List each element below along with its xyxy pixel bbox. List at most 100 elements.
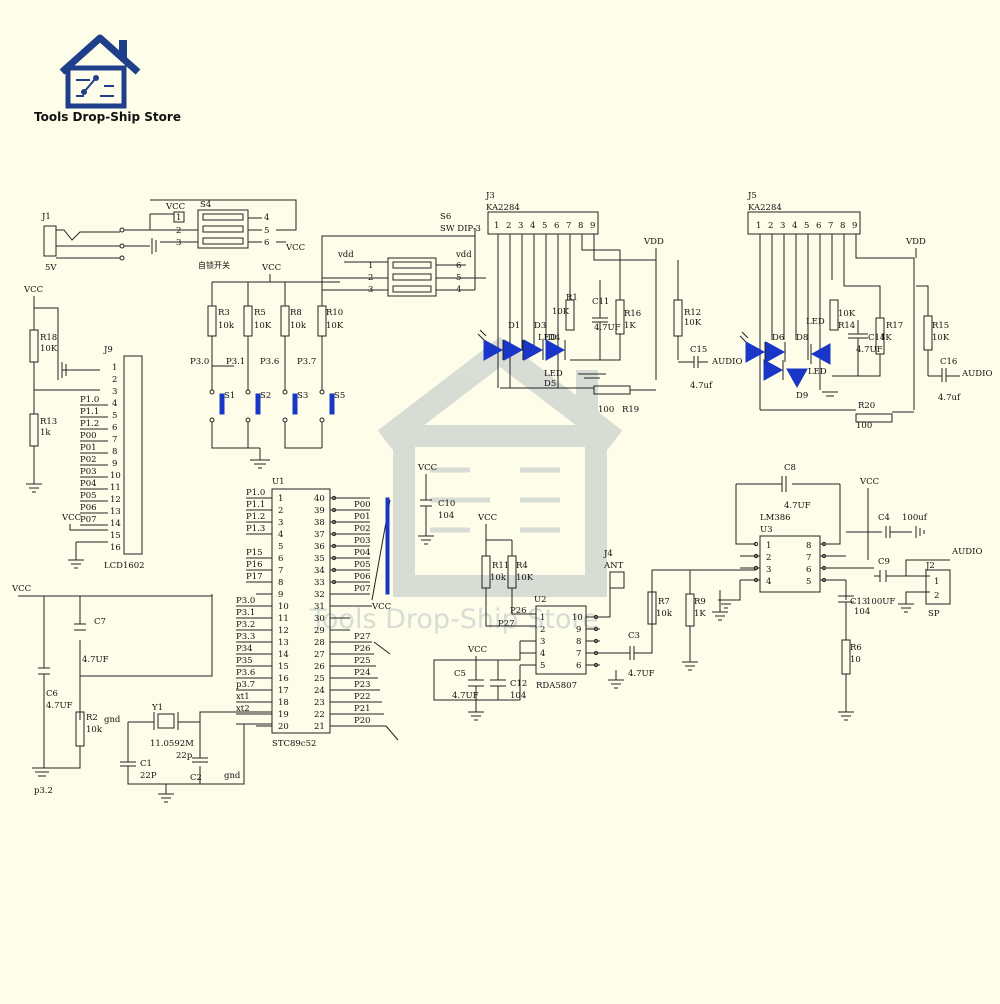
watermark: Tools Drop-Ship Store	[309, 336, 623, 635]
svg-text:104: 104	[510, 691, 526, 701]
svg-text:2: 2	[112, 375, 117, 385]
svg-text:10K: 10K	[552, 307, 570, 317]
svg-text:C11: C11	[592, 297, 609, 307]
svg-text:P26: P26	[354, 644, 371, 654]
svg-text:C8: C8	[784, 463, 796, 473]
svg-text:R6: R6	[850, 643, 862, 653]
svg-text:R11: R11	[492, 561, 509, 571]
svg-text:R14: R14	[838, 321, 855, 331]
svg-text:P3.3: P3.3	[236, 632, 255, 642]
svg-text:C2: C2	[190, 773, 202, 783]
svg-text:P3.7: P3.7	[297, 357, 316, 367]
svg-text:4.7UF: 4.7UF	[46, 701, 73, 711]
svg-text:P3.1: P3.1	[236, 608, 255, 618]
svg-text:4.7UF: 4.7UF	[628, 669, 655, 679]
svg-text:10K: 10K	[932, 333, 950, 343]
svg-text:19: 19	[278, 710, 289, 720]
svg-text:4.7UF: 4.7UF	[594, 323, 621, 333]
svg-text:D8: D8	[796, 333, 808, 343]
svg-text:3: 3	[176, 238, 181, 248]
s6-dip-switch: S6 SW DIP-3 vdd vdd 1 2 3 6 5 4	[321, 212, 486, 297]
svg-text:LED: LED	[808, 367, 827, 377]
svg-text:VCC: VCC	[11, 584, 31, 594]
svg-text:SW DIP-3: SW DIP-3	[440, 224, 481, 234]
svg-text:100UF: 100UF	[866, 597, 895, 607]
svg-text:26: 26	[314, 662, 325, 672]
svg-text:4: 4	[264, 213, 269, 223]
watermark-text: Tools Drop-Ship Store	[309, 604, 599, 635]
svg-text:31: 31	[314, 602, 325, 612]
svg-text:10k: 10k	[86, 725, 103, 735]
svg-text:1: 1	[766, 541, 771, 551]
svg-text:R15: R15	[932, 321, 949, 331]
svg-text:P02: P02	[80, 455, 97, 465]
svg-text:6: 6	[816, 221, 821, 231]
svg-text:35: 35	[314, 554, 325, 564]
svg-text:U2: U2	[534, 595, 547, 605]
svg-text:P03: P03	[354, 536, 371, 546]
svg-text:18: 18	[278, 698, 289, 708]
svg-text:5: 5	[540, 661, 545, 671]
svg-text:LED: LED	[544, 369, 563, 379]
svg-text:R9: R9	[694, 597, 706, 607]
svg-text:15: 15	[278, 662, 289, 672]
svg-text:9: 9	[278, 590, 283, 600]
svg-text:R4: R4	[516, 561, 528, 571]
svg-text:104: 104	[854, 607, 870, 617]
svg-text:14: 14	[110, 519, 121, 529]
svg-text:100: 100	[598, 405, 614, 415]
svg-text:P1.0: P1.0	[246, 488, 265, 498]
svg-text:34: 34	[314, 566, 325, 576]
svg-text:2: 2	[934, 591, 939, 601]
svg-text:P3.0: P3.0	[236, 596, 255, 606]
svg-text:8: 8	[578, 221, 583, 231]
svg-text:28: 28	[314, 638, 325, 648]
svg-text:S6: S6	[440, 212, 451, 222]
svg-text:P3.6: P3.6	[260, 357, 279, 367]
svg-text:104: 104	[438, 511, 454, 521]
svg-text:1K: 1K	[880, 333, 892, 343]
svg-text:C15: C15	[690, 345, 707, 355]
svg-text:4: 4	[530, 221, 535, 231]
svg-text:9: 9	[112, 459, 117, 469]
svg-text:P3.2: P3.2	[236, 620, 255, 630]
svg-text:7: 7	[806, 553, 811, 563]
svg-text:12: 12	[110, 495, 121, 505]
svg-text:VDD: VDD	[905, 237, 926, 247]
svg-text:D5: D5	[544, 379, 556, 389]
svg-text:3: 3	[112, 387, 117, 397]
svg-text:D3: D3	[534, 321, 546, 331]
svg-text:1: 1	[934, 577, 939, 587]
svg-text:p3.7: p3.7	[236, 680, 255, 690]
svg-text:R8: R8	[290, 308, 302, 318]
svg-text:6: 6	[576, 661, 581, 671]
svg-text:8: 8	[840, 221, 845, 231]
svg-text:2: 2	[506, 221, 511, 231]
svg-text:VCC: VCC	[467, 645, 487, 655]
svg-text:P1.3: P1.3	[246, 524, 265, 534]
svg-text:3: 3	[278, 518, 283, 528]
svg-text:8: 8	[806, 541, 811, 551]
svg-text:1K: 1K	[694, 609, 706, 619]
svg-text:P27: P27	[354, 632, 371, 642]
svg-text:P3.0: P3.0	[190, 357, 209, 367]
svg-text:J2: J2	[925, 561, 935, 571]
svg-text:C16: C16	[940, 357, 957, 367]
svg-text:1: 1	[756, 221, 761, 231]
svg-text:VCC: VCC	[261, 263, 281, 273]
svg-text:C6: C6	[46, 689, 58, 699]
svg-text:100: 100	[856, 421, 872, 431]
svg-text:U1: U1	[272, 477, 285, 487]
svg-text:C9: C9	[878, 557, 890, 567]
svg-text:P16: P16	[246, 560, 263, 570]
svg-text:16: 16	[110, 543, 121, 553]
svg-text:4.7UF: 4.7UF	[856, 345, 883, 355]
svg-text:D1: D1	[508, 321, 520, 331]
svg-text:C5: C5	[454, 669, 466, 679]
